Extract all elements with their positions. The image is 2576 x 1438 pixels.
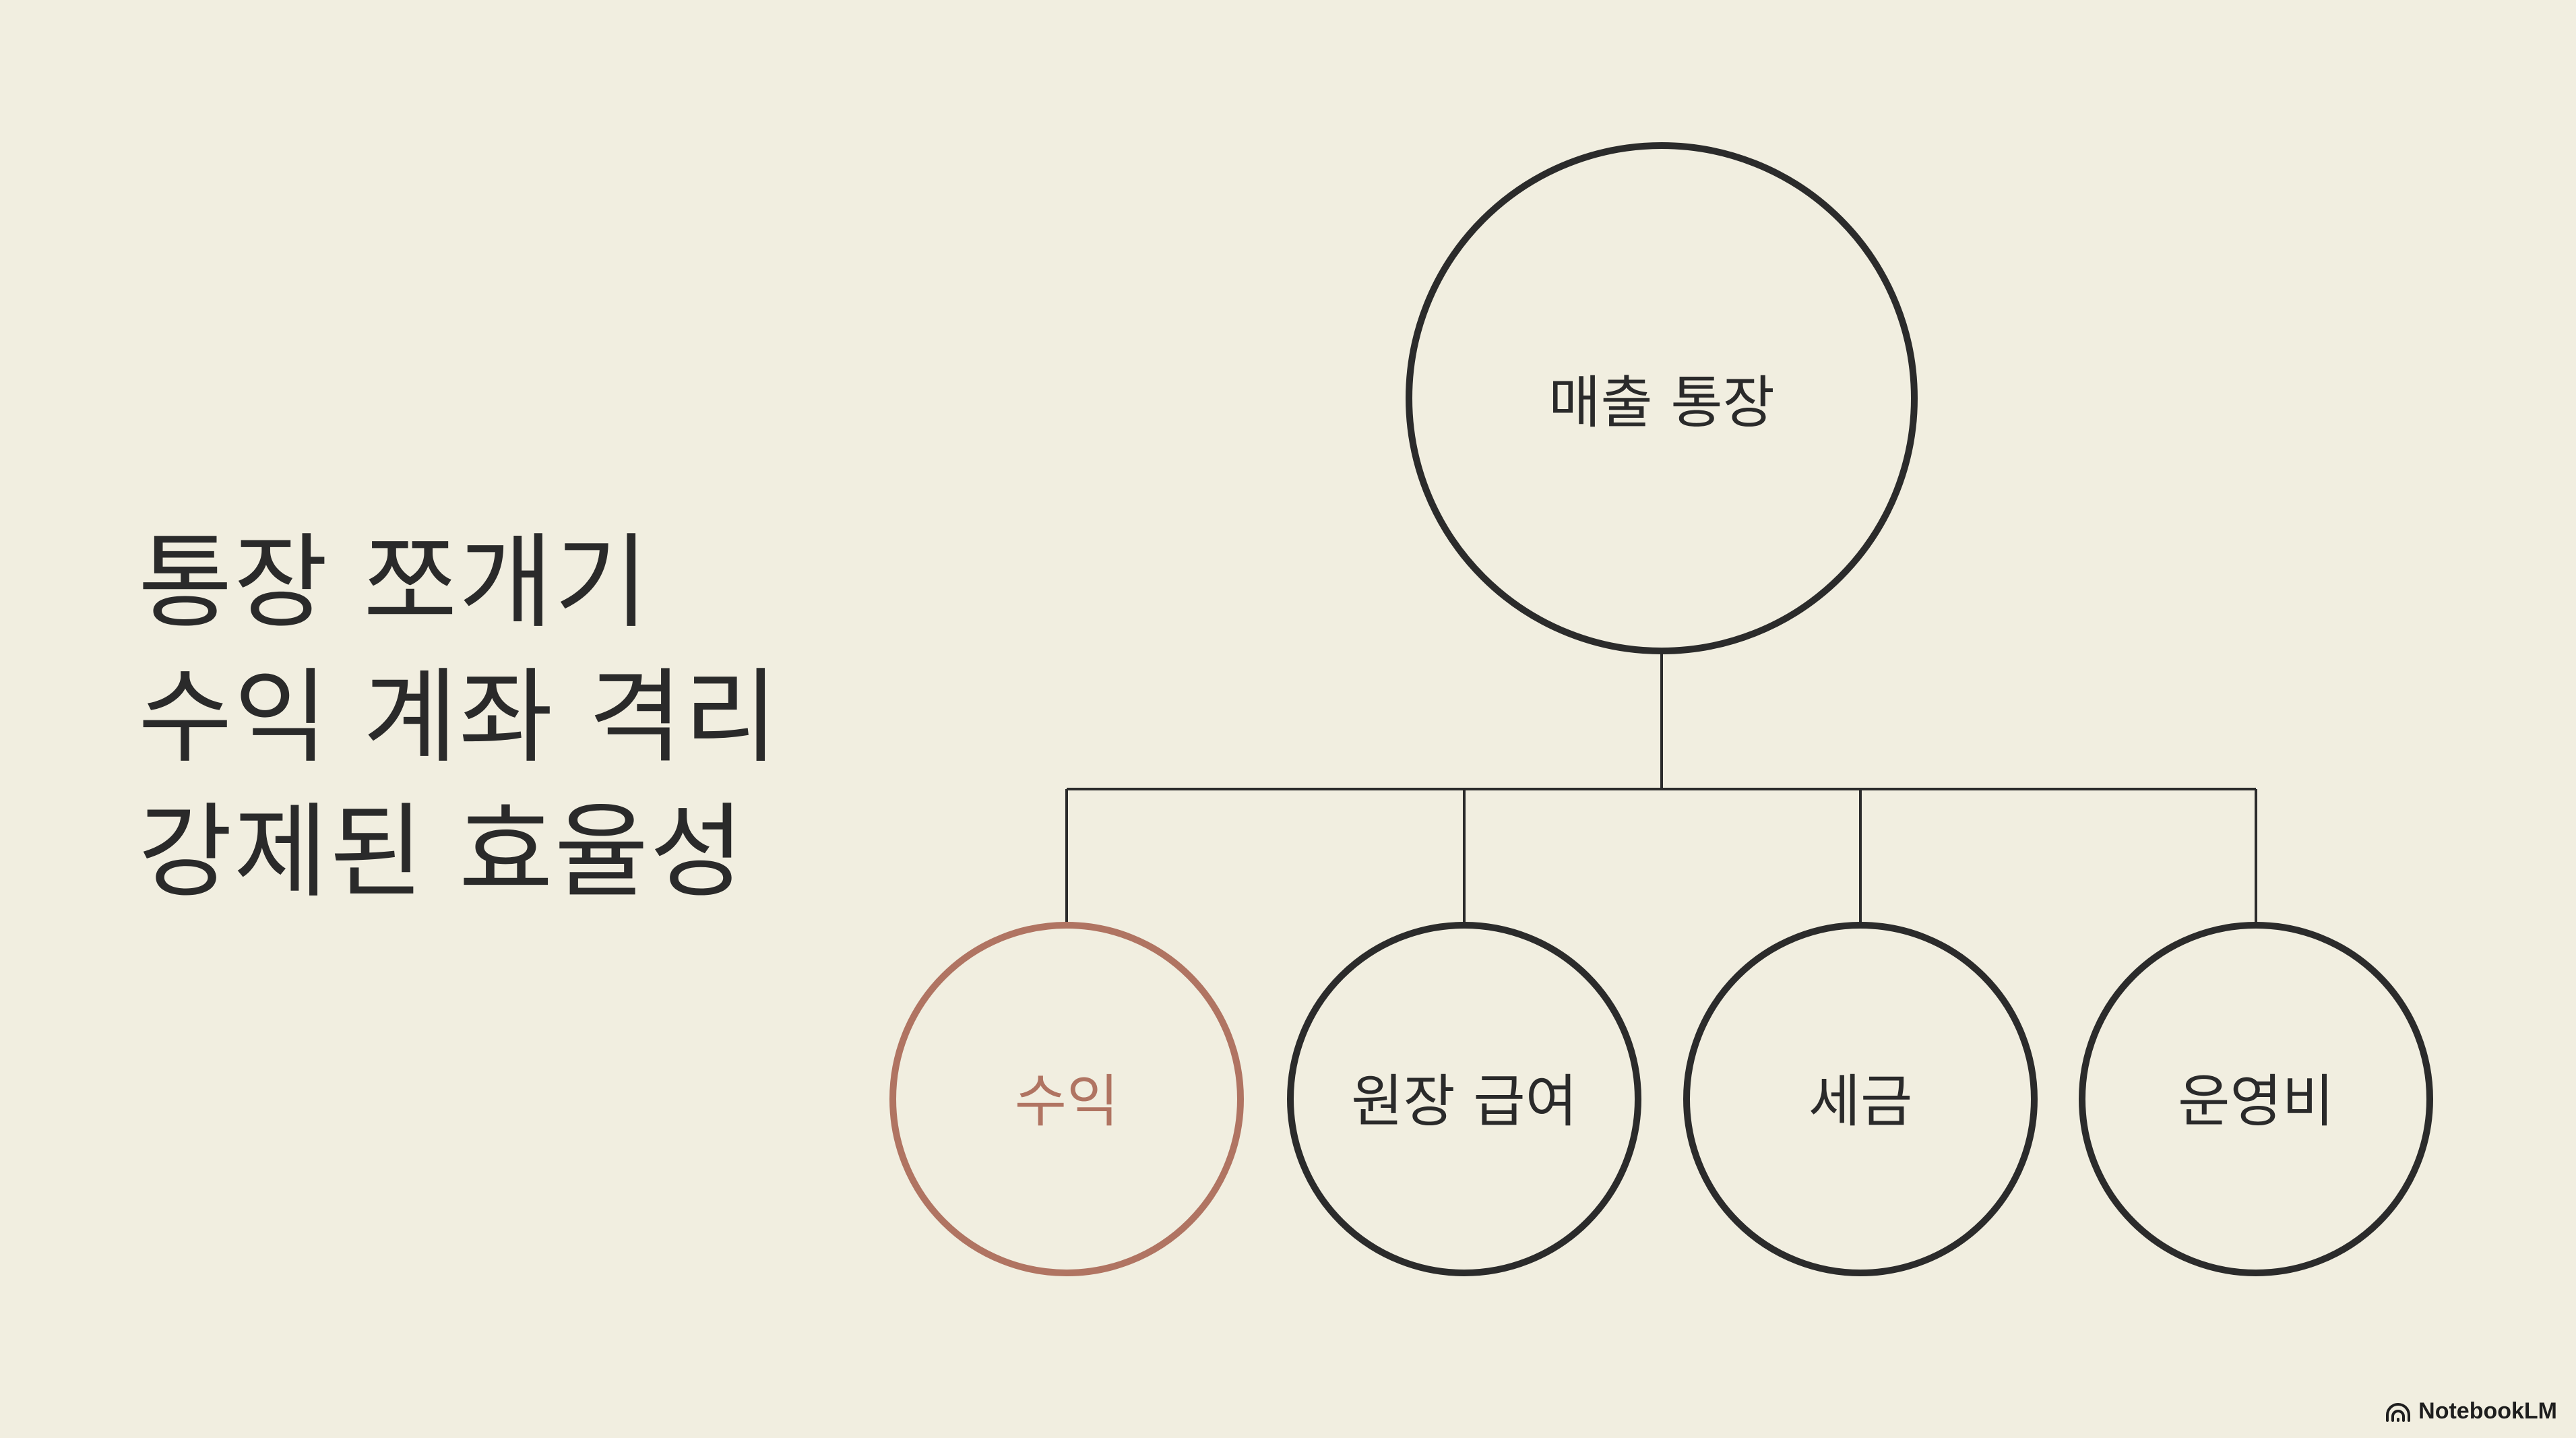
child-node-profit-label: 수익 — [1014, 1068, 1119, 1135]
connector-lines — [1065, 651, 2257, 925]
child-node-salary-circle — [1287, 922, 1641, 1276]
child-node-opex-label: 운영비 — [2178, 1068, 2334, 1135]
child-node-tax-label: 세금 — [1808, 1068, 1913, 1135]
title-line-3: 강제된 효율성 — [138, 792, 746, 912]
root-node-label: 매출 통장 — [1548, 369, 1775, 436]
root-node-circle — [1406, 142, 1918, 654]
title-line-2: 수익 계좌 격리 — [138, 658, 780, 777]
child-node-salary-label: 원장 급여 — [1351, 1068, 1577, 1135]
child-node-opex-circle — [2079, 922, 2433, 1276]
title-line-1: 통장 쪼개기 — [138, 523, 650, 642]
notebooklm-logo-icon — [2386, 1402, 2411, 1422]
child-node-tax-circle — [1683, 922, 2038, 1276]
brand-name: NotebookLM — [2418, 1398, 2557, 1424]
slide-title: 통장 쪼개기 수익 계좌 격리 강제된 효율성 — [138, 515, 780, 920]
notebooklm-watermark: NotebookLM — [2385, 1398, 2557, 1425]
child-node-profit-circle — [889, 922, 1244, 1276]
